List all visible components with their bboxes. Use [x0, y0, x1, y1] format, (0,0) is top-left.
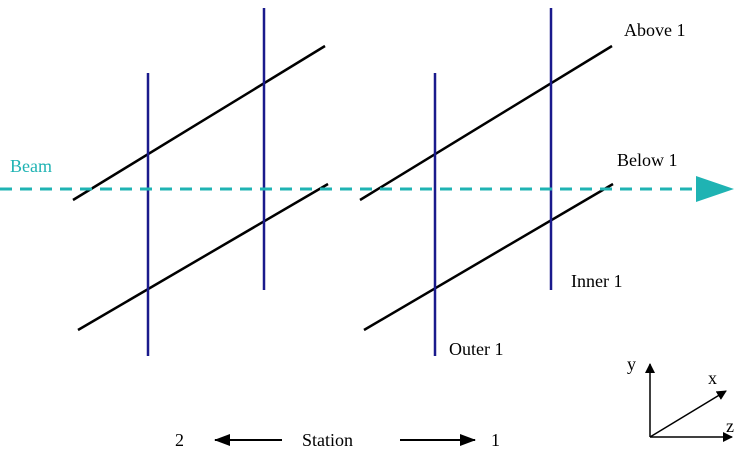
station-2-diagonal-lower	[77, 182, 329, 332]
axis-z-label: z	[726, 416, 734, 436]
above-label: Above 1	[624, 20, 686, 40]
axis-x-label: x	[708, 368, 717, 388]
station-1-diagonal-below	[363, 182, 614, 332]
axis-y-label: y	[627, 354, 636, 374]
coordinate-axes: y x z	[627, 354, 734, 442]
station-1	[359, 8, 614, 356]
station-1-diagonal-above	[359, 44, 613, 202]
station-1-label: 1	[491, 430, 500, 450]
beam-arrowhead	[696, 176, 734, 202]
station-indicator: 2 Station 1	[175, 430, 500, 450]
station-2-diagonal-upper	[72, 44, 326, 202]
station-2	[72, 8, 329, 356]
axis-x	[649, 390, 727, 438]
below-label: Below 1	[617, 150, 678, 170]
outer-label: Outer 1	[449, 339, 503, 359]
beam: Beam	[0, 156, 734, 202]
beam-label: Beam	[10, 156, 52, 176]
inner-label: Inner 1	[571, 271, 622, 291]
station-2-label: 2	[175, 430, 184, 450]
station-label: Station	[302, 430, 353, 450]
